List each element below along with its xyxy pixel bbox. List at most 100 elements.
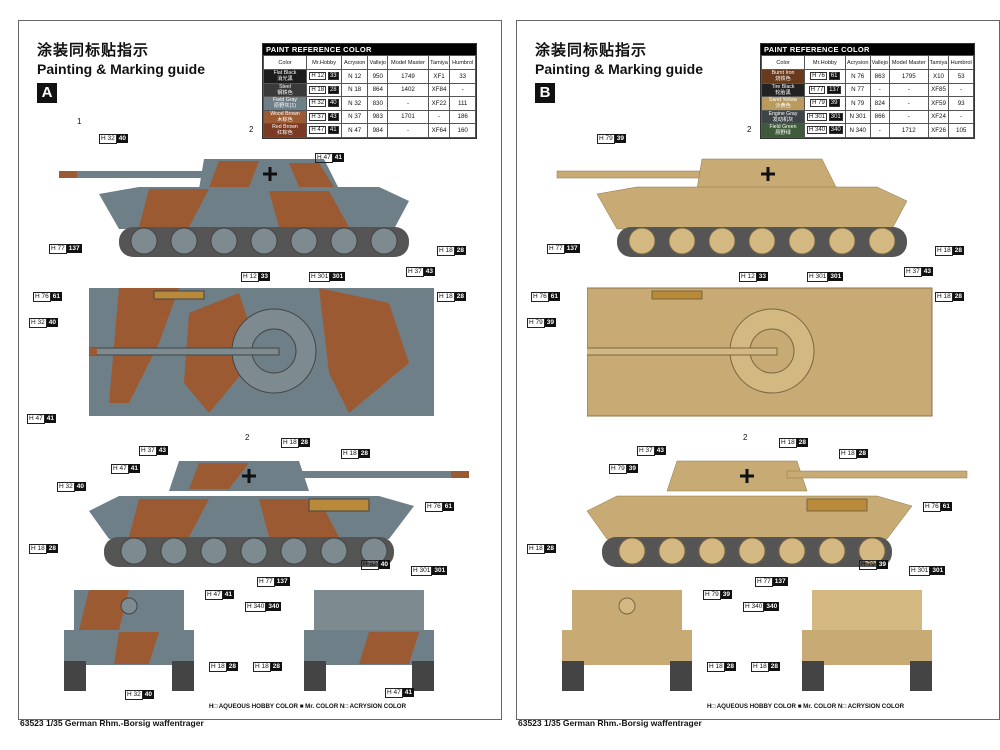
callout-mr-color: 61 bbox=[940, 502, 952, 511]
callout-code: H 37 bbox=[406, 267, 424, 277]
gun-barrel-top bbox=[89, 347, 280, 356]
table-cell: H 301 301 bbox=[804, 109, 846, 124]
callout-code: H 32 bbox=[361, 560, 379, 570]
table-cell: N 47 bbox=[341, 123, 369, 138]
callout-code: H 76 bbox=[33, 292, 51, 302]
table-cell: 1749 bbox=[387, 69, 429, 84]
callout-mr-color: 39 bbox=[614, 134, 626, 143]
table-cell: 983 bbox=[367, 109, 389, 124]
callout-mr-color: 301 bbox=[828, 272, 844, 281]
callout-mr-color: 43 bbox=[654, 446, 666, 455]
callout-code: H 47 bbox=[111, 464, 129, 474]
col-header: Mr.Hobby bbox=[305, 55, 343, 70]
tank-top-view bbox=[587, 287, 933, 417]
callout-mr-color: 137 bbox=[66, 244, 82, 253]
callout-mr-color: 301 bbox=[330, 272, 346, 281]
table-cell: N 18 bbox=[341, 82, 369, 97]
table-cell: 984 bbox=[367, 123, 389, 138]
col-header: Color bbox=[263, 55, 307, 70]
table-cell: H 76 61 bbox=[804, 69, 846, 84]
callout-mr-color: 40 bbox=[142, 690, 154, 699]
callout-mr-color: 301 bbox=[930, 566, 946, 575]
table-cell: - bbox=[869, 82, 890, 97]
table-cell: 950 bbox=[367, 69, 389, 84]
table-cell: - bbox=[449, 82, 476, 97]
tank-side-view-left bbox=[59, 159, 409, 257]
callout-mr-color: 39 bbox=[876, 560, 888, 569]
callout-mr-color: 28 bbox=[270, 662, 282, 671]
table-cell: 53 bbox=[948, 69, 974, 84]
callout-code: H 77 bbox=[755, 577, 773, 587]
callout-code: H 32 bbox=[125, 690, 143, 700]
table-cell: - bbox=[387, 123, 429, 138]
callout-mr-color: 33 bbox=[756, 272, 768, 281]
callout-mr-color: 41 bbox=[44, 414, 56, 423]
tank-side-view-right bbox=[586, 460, 968, 567]
table-cell: - bbox=[427, 109, 451, 124]
table-cell: 864 bbox=[367, 82, 389, 97]
callout-code: H 79 bbox=[527, 318, 545, 328]
callout-code: H 12 bbox=[739, 272, 757, 282]
table-cell: - bbox=[948, 109, 974, 124]
tank-rear-view bbox=[802, 590, 932, 691]
callout-mr-color: 61 bbox=[50, 292, 62, 301]
callout-mr-color: 28 bbox=[796, 438, 808, 447]
callout-code: H 18 bbox=[437, 292, 455, 302]
title-chinese: 涂装同标贴指示 bbox=[535, 41, 648, 59]
callout-mr-color: 137 bbox=[772, 577, 788, 586]
callout-code: H 47 bbox=[315, 153, 333, 163]
part-number: 2 bbox=[249, 125, 254, 134]
table-cell: H 37 43 bbox=[305, 109, 343, 124]
table-cell: - bbox=[869, 123, 890, 138]
callout-code: H 18 bbox=[437, 246, 455, 256]
table-cell: XF64 bbox=[427, 123, 451, 138]
col-header: Color bbox=[761, 55, 805, 70]
paint-reference-table: PAINT REFERENCE COLOR Color Mr.Hobby Acr… bbox=[760, 43, 975, 139]
callout-code: H 79 bbox=[703, 590, 721, 600]
callout-mr-color: 61 bbox=[442, 502, 454, 511]
callout-code: H 77 bbox=[49, 244, 67, 254]
callout-mr-color: 39 bbox=[626, 464, 638, 473]
callout-mr-color: 39 bbox=[544, 318, 556, 327]
table-cell: XF26 bbox=[927, 123, 950, 138]
callout-mr-color: 28 bbox=[952, 246, 964, 255]
table-cell: 111 bbox=[449, 96, 476, 111]
callout-mr-color: 28 bbox=[724, 662, 736, 671]
callout-code: H 77 bbox=[257, 577, 275, 587]
table-cell: 1712 bbox=[888, 123, 929, 138]
callout-mr-color: 43 bbox=[423, 267, 435, 276]
table-header: PAINT REFERENCE COLOR bbox=[263, 44, 476, 55]
callout-mr-color: 41 bbox=[332, 153, 344, 162]
